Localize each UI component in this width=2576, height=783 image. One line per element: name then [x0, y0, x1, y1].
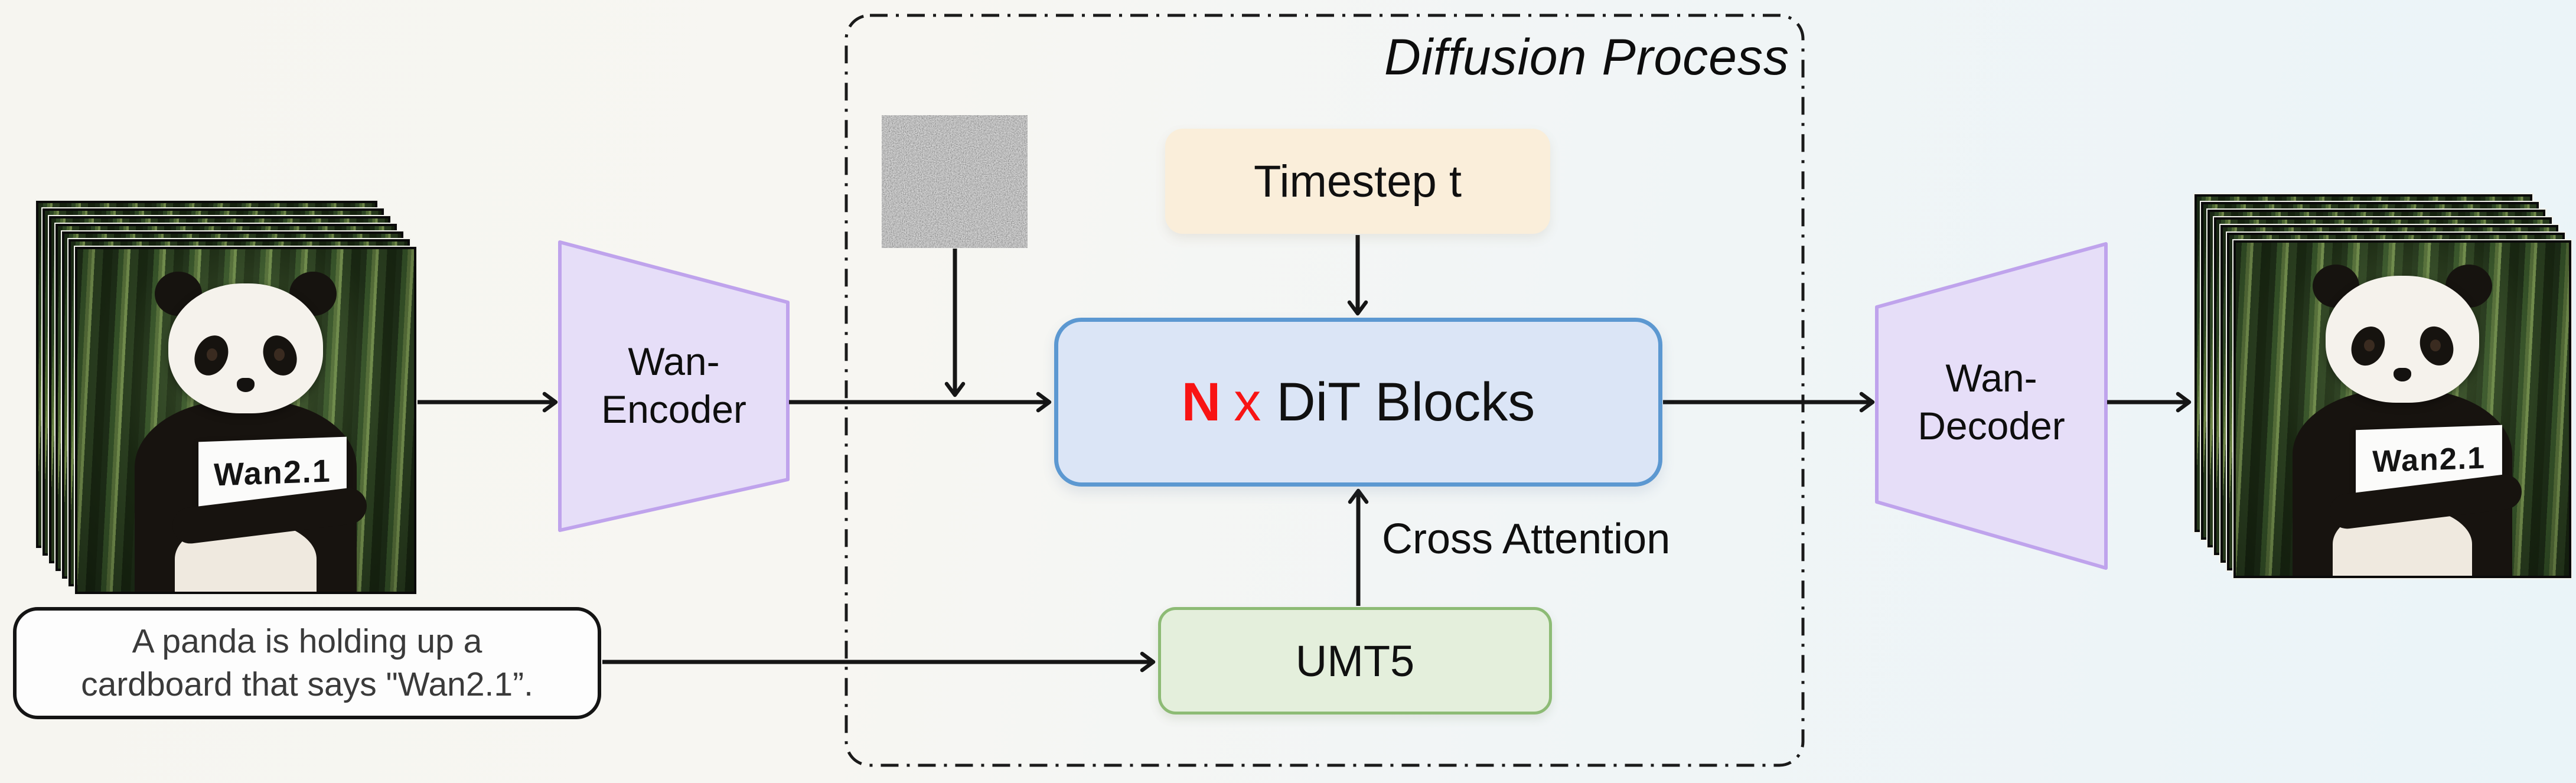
wan-decoder-label: Wan- Decoder	[1918, 356, 2065, 448]
timestep-box: Timestep t	[1165, 129, 1550, 234]
dit-blocks-box: N x DiT Blocks	[1054, 318, 1662, 487]
wan-encoder-trapezoid	[558, 240, 790, 532]
cross-attention-label: Cross Attention	[1382, 516, 1671, 563]
panda-eye	[273, 348, 285, 361]
umt5-box: UMT5	[1158, 607, 1552, 715]
prompt-text-box: A panda is holding up a cardboard that s…	[13, 607, 601, 719]
dit-n-count: N	[1181, 371, 1221, 432]
diffusion-process-dashed-border	[844, 14, 1805, 767]
diffusion-process-title: Diffusion Process	[1384, 29, 1789, 86]
panda-eye	[206, 348, 218, 361]
noise-latent-image	[882, 115, 1028, 248]
panda-head	[2326, 276, 2479, 403]
input-video-frames: Wan2.1	[35, 200, 418, 595]
umt5-label: UMT5	[1295, 636, 1415, 686]
dit-times-symbol: x	[1234, 371, 1261, 432]
panda-eye	[2363, 339, 2375, 351]
prompt-line-1: A panda is holding up a	[132, 622, 482, 661]
panda-head	[168, 283, 324, 414]
panda-illustration: Wan2.1	[2236, 243, 2569, 576]
prompt-line-2: cardboard that says "Wan2.1”.	[81, 665, 533, 703]
output-video-frames: Wan2.1	[2193, 193, 2572, 579]
panda-eye	[2430, 339, 2441, 351]
panda-nose	[2394, 367, 2411, 382]
wan-encoder-label: Wan- Encoder	[601, 340, 746, 431]
dit-blocks-label: DiT Blocks	[1276, 371, 1535, 432]
panda-illustration: Wan2.1	[77, 249, 414, 592]
timestep-label: Timestep t	[1254, 156, 1462, 207]
video-frame-front: Wan2.1	[74, 246, 418, 595]
wan-decoder-trapezoid	[1875, 242, 2108, 570]
video-frame-front: Wan2.1	[2232, 239, 2572, 579]
panda-nose	[237, 377, 255, 392]
